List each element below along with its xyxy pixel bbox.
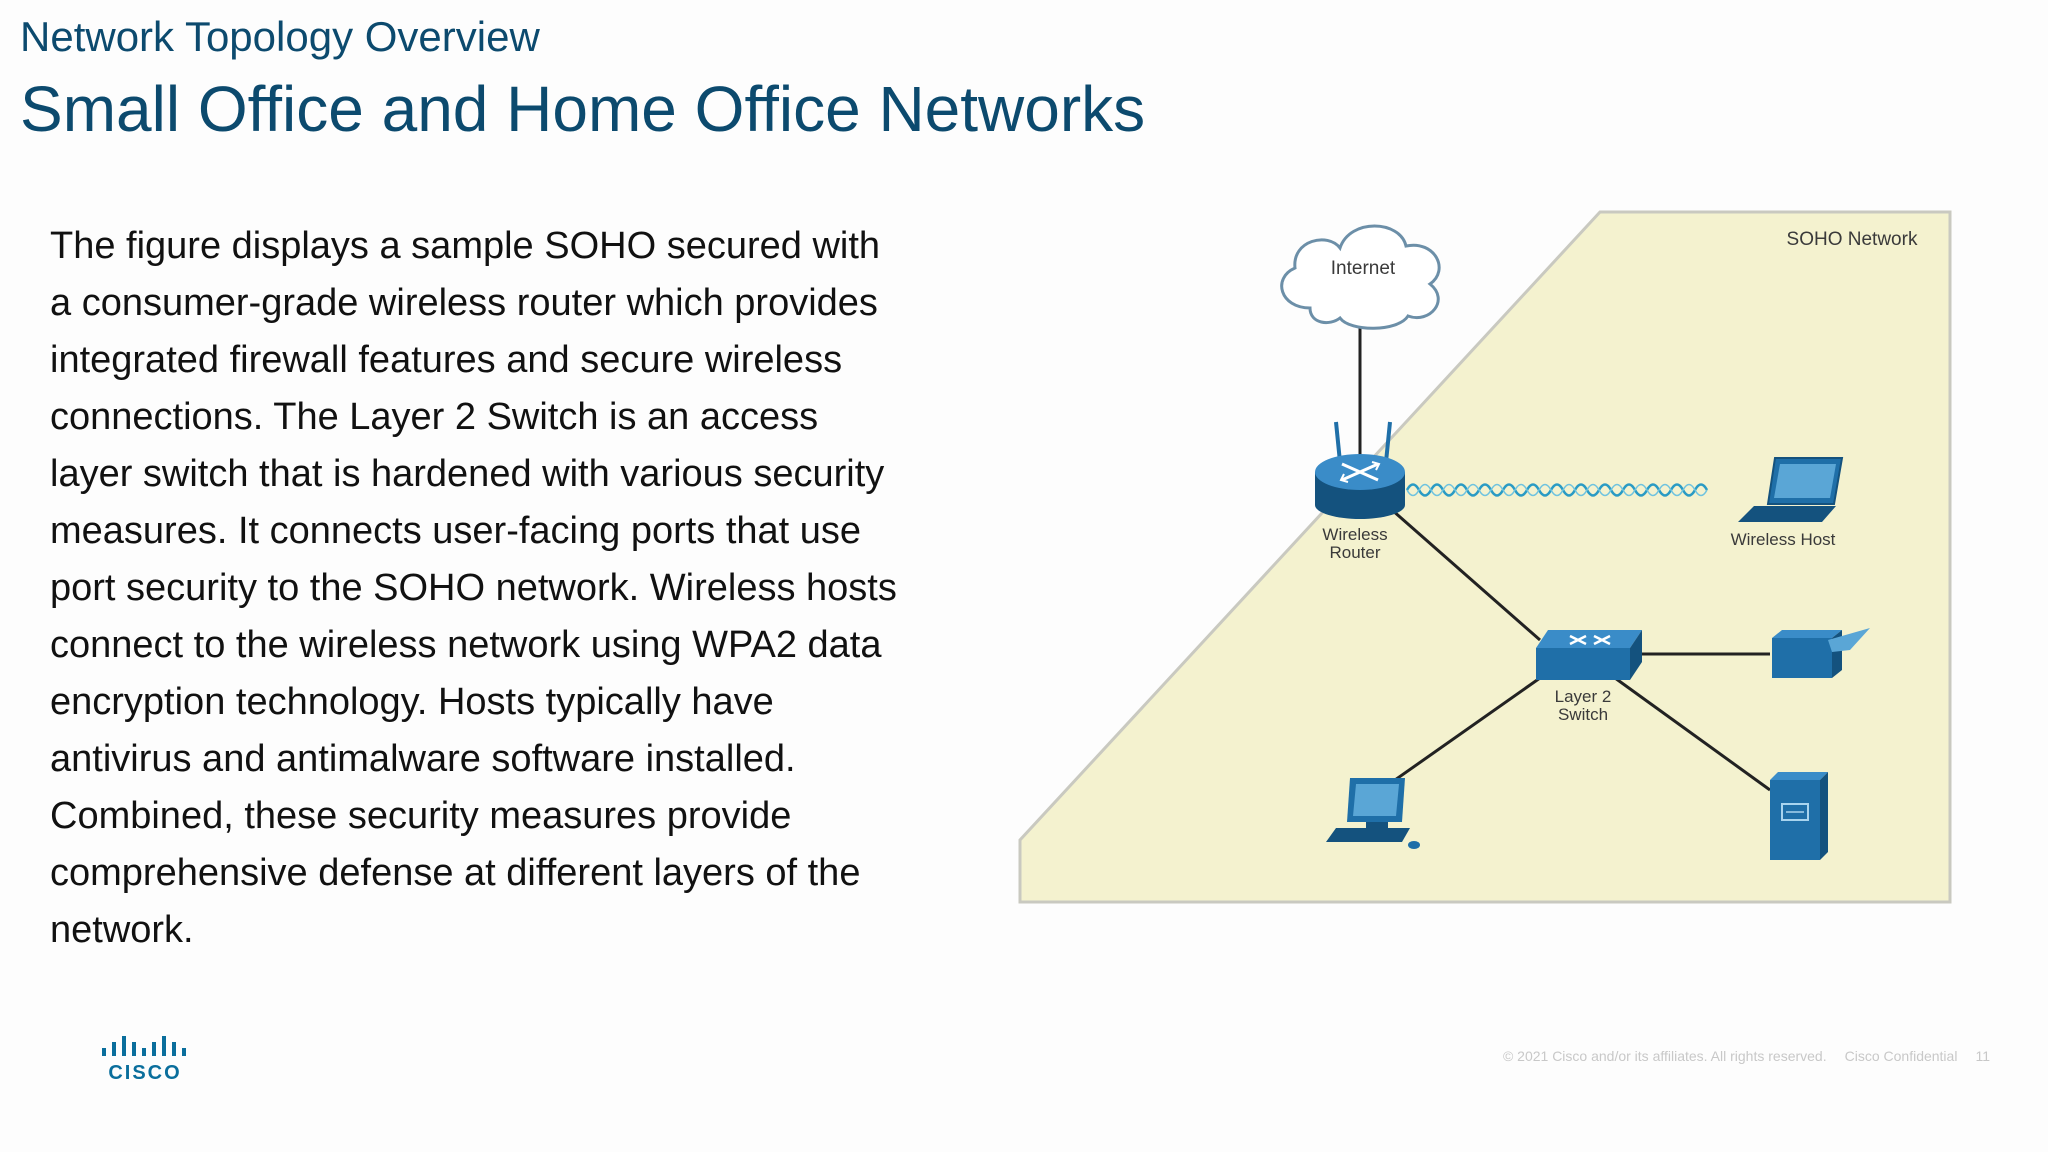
cisco-logo: CISCO	[98, 1036, 192, 1084]
laptop-icon	[1738, 457, 1844, 522]
router-label-line2: Router	[1329, 543, 1380, 562]
soho-network-diagram: SOHO Network Internet	[1010, 200, 1970, 920]
wireless-wave-secondary	[1406, 483, 1708, 497]
diagram-canvas: SOHO Network Internet	[1018, 210, 1952, 904]
router-icon	[1315, 421, 1405, 519]
soho-network-label: SOHO Network	[1787, 229, 1918, 250]
wireless-host-label: Wireless Host	[1731, 530, 1836, 549]
switch-label-line1: Layer 2	[1555, 687, 1612, 706]
slide-footer: © 2021 Cisco and/or its affiliates. All …	[1410, 1048, 1990, 1064]
cisco-logo-bars-icon	[102, 1036, 186, 1056]
wireless-wave	[1405, 483, 1709, 497]
cloud-icon: Internet	[1280, 224, 1441, 330]
link-router-switch	[1391, 508, 1541, 642]
link-switch-server	[1614, 676, 1771, 792]
router-label-line1: Wireless	[1322, 525, 1387, 544]
footer-page-number: 11	[1975, 1048, 1990, 1064]
cisco-logo-word: CISCO	[108, 1062, 182, 1084]
slide-supertitle: Network Topology Overview	[20, 13, 540, 60]
server-icon	[1770, 772, 1828, 860]
switch-icon	[1536, 630, 1642, 680]
slide-title: Small Office and Home Office Networks	[20, 73, 1146, 145]
soho-zone	[1018, 210, 1952, 904]
link-switch-pc	[1394, 676, 1541, 782]
desktop-pc-icon	[1326, 778, 1420, 849]
cloud-label: Internet	[1331, 258, 1396, 279]
printer-icon	[1772, 628, 1870, 678]
footer-confidential: Cisco Confidential	[1844, 1048, 1958, 1064]
footer-copyright: © 2021 Cisco and/or its affiliates. All …	[1502, 1048, 1827, 1064]
slide-body-text: The figure displays a sample SOHO secure…	[50, 225, 897, 951]
switch-label-line2: Switch	[1558, 705, 1608, 724]
